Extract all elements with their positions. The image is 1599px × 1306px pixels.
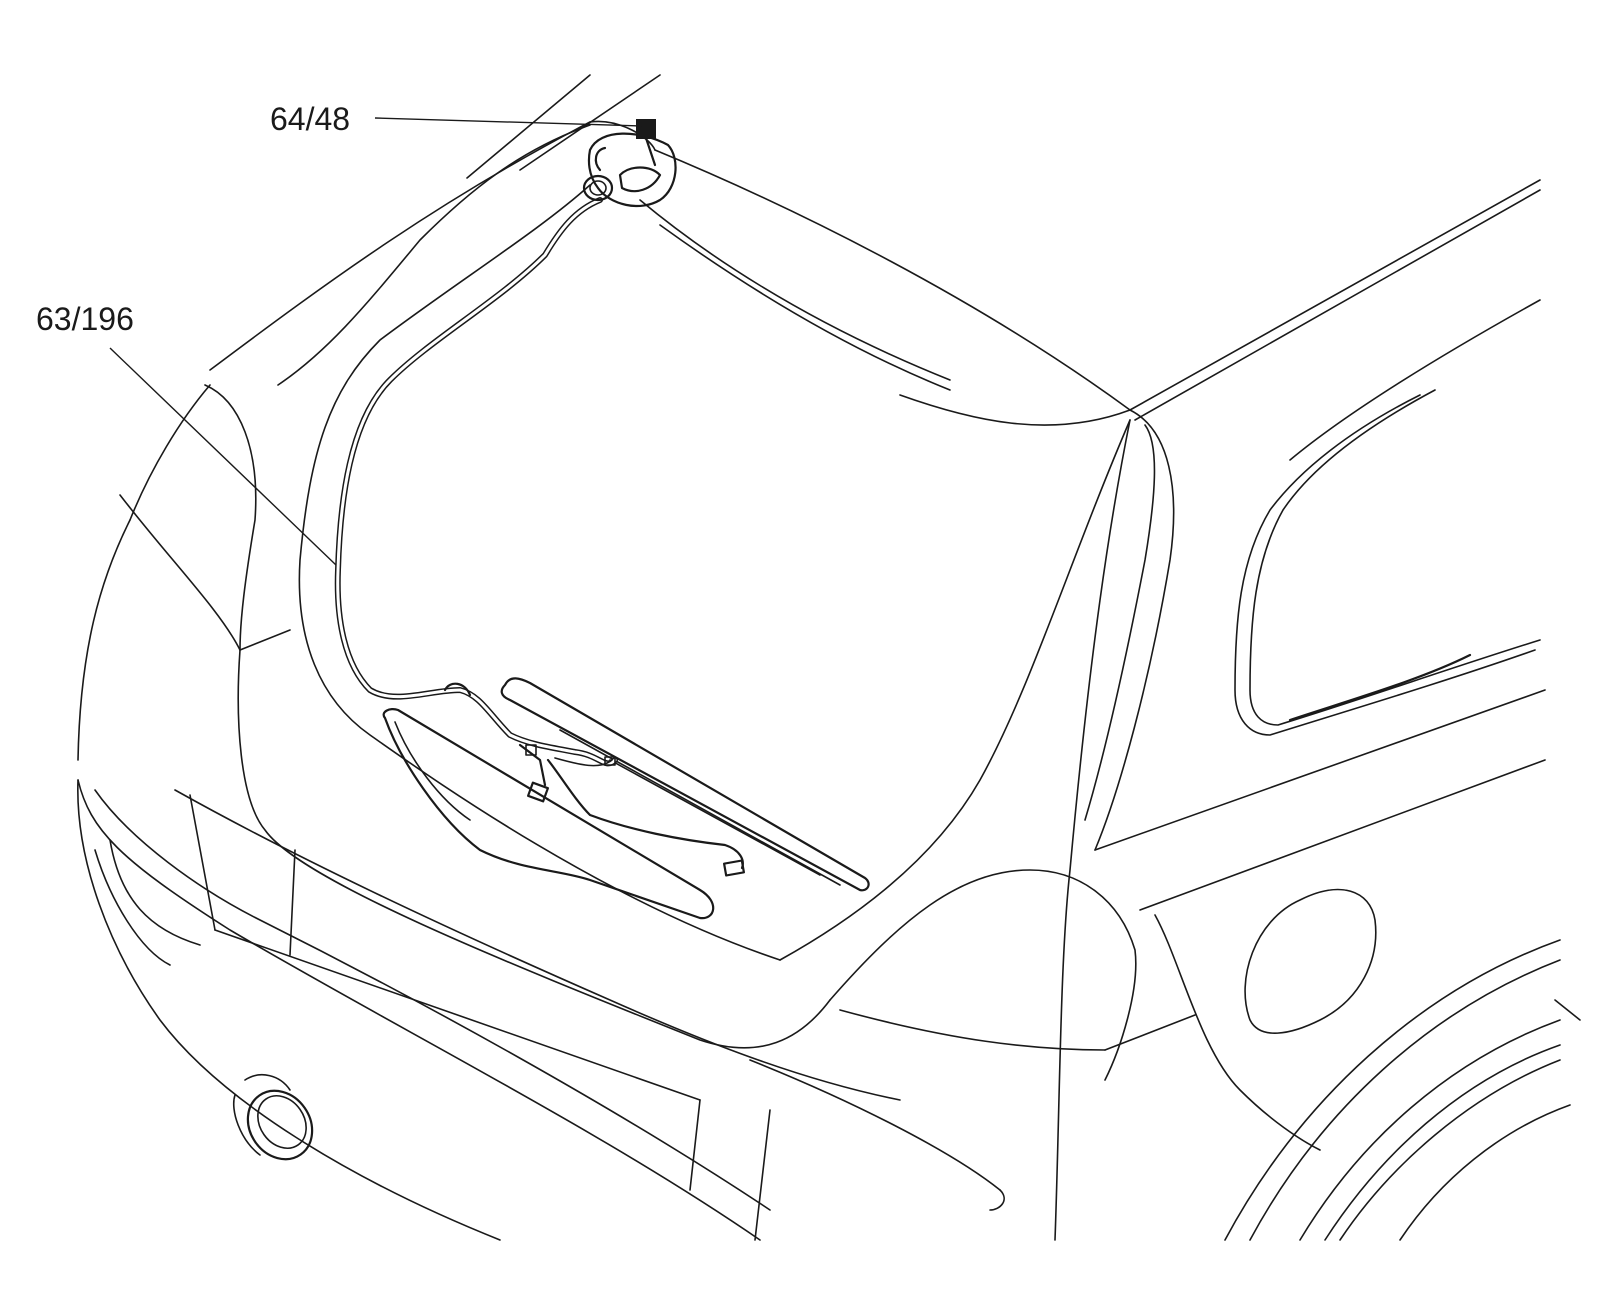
leader-line-63-196 [109,347,337,566]
wiring-harness-63-196 [334,174,746,877]
roof-lines [209,74,1541,426]
callout-64-48: 64/48 [270,101,350,137]
rear-wheel [1224,939,1581,1241]
side-body [1054,299,1546,1241]
exhaust-tailpipe [233,1074,314,1161]
connector-64-48 [636,119,656,139]
callout-63-196: 63/196 [36,301,134,337]
rear-wiper [500,677,870,892]
tailgate-handle [382,708,715,920]
leader-line-64-48 [374,117,643,127]
brake-light-housing [587,119,677,208]
rear-bumper [77,779,1005,1241]
tailgate-body [77,384,1196,1081]
fuel-flap [1244,888,1377,1034]
rear-window [277,124,1131,961]
